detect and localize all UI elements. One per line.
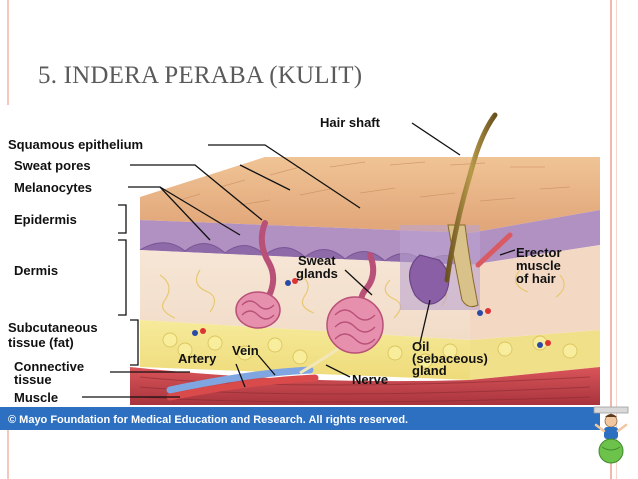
dermis-side <box>470 245 600 340</box>
hair-follicle <box>447 224 479 308</box>
label-muscle: Muscle <box>14 390 58 405</box>
skin-diagram: Squamous epithelium Sweat pores Melanocy… <box>0 105 600 430</box>
label-connective-2: tissue <box>14 372 52 387</box>
label-sweat-glands-1: Sweat <box>298 253 336 268</box>
label-oil-3: gland <box>412 363 447 378</box>
label-sweat-glands-2: glands <box>296 266 338 281</box>
mascot-figure-icon <box>593 406 629 464</box>
label-melanocytes: Melanocytes <box>14 180 92 195</box>
label-dermis: Dermis <box>14 263 58 278</box>
vein-vessel <box>166 366 314 394</box>
skin-anatomy-figure: Squamous epithelium Sweat pores Melanocy… <box>0 105 600 430</box>
label-connective-1: Connective <box>14 359 84 374</box>
slide-border-right-thin <box>616 0 617 479</box>
label-vein: Vein <box>232 343 259 358</box>
label-squamous-epithelium: Squamous epithelium <box>8 137 143 152</box>
sweat-gland-right <box>326 296 384 354</box>
subcutaneous-fat-layer <box>140 320 470 380</box>
muscle-layer <box>130 367 600 405</box>
artery-vessel <box>166 374 319 401</box>
sweat-gland-left <box>235 291 281 329</box>
label-erector-1: Erector <box>516 245 562 260</box>
credit-bar <box>0 407 600 430</box>
credit-text: © Mayo Foundation for Medical Education … <box>8 414 408 426</box>
label-oil-1: Oil <box>412 339 429 354</box>
label-nerve: Nerve <box>352 372 388 387</box>
slide-border-right <box>610 0 612 479</box>
label-subcutaneous-1: Subcutaneous <box>8 320 98 335</box>
label-epidermis: Epidermis <box>14 212 77 227</box>
label-sweat-pores: Sweat pores <box>14 158 91 173</box>
label-subcutaneous-2: tissue (fat) <box>8 335 74 350</box>
slide-title: 5. INDERA PERABA (KULIT) <box>38 62 363 89</box>
label-oil-2: (sebaceous) <box>412 351 488 366</box>
label-artery: Artery <box>178 351 217 366</box>
erector-muscle <box>475 232 513 268</box>
hair-shaft <box>444 112 498 283</box>
label-erector-2: muscle <box>516 258 561 273</box>
label-erector-3: of hair <box>516 271 556 286</box>
label-hair-shaft: Hair shaft <box>320 115 381 130</box>
